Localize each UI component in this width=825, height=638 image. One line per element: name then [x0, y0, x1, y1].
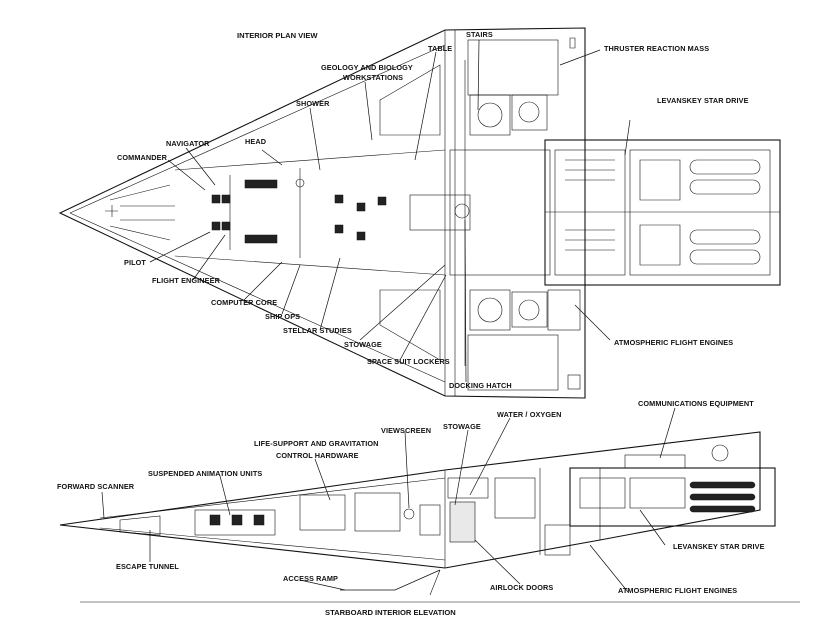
thruster-nozzle [569, 37, 576, 49]
label-forward-scanner: FORWARD SCANNER [57, 482, 135, 491]
label-levanskey-star-drive-bottom: LEVANSKEY STAR DRIVE [673, 542, 765, 551]
label-access-ramp: ACCESS RAMP [283, 574, 338, 583]
label-space-suit-lockers: SPACE SUIT LOCKERS [367, 357, 450, 366]
title-starboard-elevation: STARBOARD INTERIOR ELEVATION [325, 608, 456, 617]
elevation-inner-hull [99, 477, 446, 561]
drive-coils [565, 159, 761, 266]
pod-3 [253, 514, 265, 526]
viewscreen-fixture [403, 508, 415, 520]
ramp-strut [429, 569, 441, 596]
pod-1 [209, 514, 221, 526]
label-suspended-animation-units: SUSPENDED ANIMATION UNITS [148, 469, 262, 478]
elevation-drive-coils [579, 477, 756, 513]
airlock-door [449, 501, 476, 543]
docking-hatch-ring [454, 203, 470, 219]
label-viewscreen: VIEWSCREEN [381, 426, 431, 435]
label-shower: SHOWER [296, 99, 330, 108]
label-atmospheric-flight-engines-bottom: ATMOSPHERIC FLIGHT ENGINES [618, 586, 737, 595]
label-pilot: PILOT [124, 258, 146, 267]
cabin-stowage [419, 504, 441, 536]
head-fixture [295, 178, 305, 188]
stair-pods [469, 94, 548, 331]
label-water-oxygen: WATER / OXYGEN [497, 410, 562, 419]
life-support-hardware [299, 494, 346, 531]
drive-module-1 [554, 149, 626, 276]
corridor-block [409, 194, 471, 231]
access-ramp [340, 569, 441, 591]
labels: INTERIOR PLAN VIEW STARBOARD INTERIOR EL… [57, 30, 765, 617]
label-life-support-line2: CONTROL HARDWARE [276, 451, 359, 460]
cabin-walls [174, 149, 446, 276]
drive-module-2 [629, 149, 771, 276]
label-head: HEAD [245, 137, 266, 146]
label-geology-line2: WORKSTATIONS [343, 73, 403, 82]
upper-stowage [379, 64, 441, 136]
water-oxygen-tank [494, 477, 536, 519]
plan-view [58, 27, 781, 399]
label-airlock-doors: AIRLOCK DOORS [490, 583, 553, 592]
cabin-console [354, 492, 401, 532]
label-levanskey-star-drive-top: LEVANSKEY STAR DRIVE [657, 96, 749, 105]
label-life-support-line1: LIFE-SUPPORT AND GRAVITATION [254, 439, 379, 448]
label-navigator: NAVIGATOR [166, 139, 210, 148]
leader-lines [101, 39, 676, 593]
thruster-tank-bottom [467, 334, 559, 391]
nose-scanner [105, 205, 118, 217]
label-thruster-reaction-mass: THRUSTER REACTION MASS [604, 44, 709, 53]
label-commander: COMMANDER [117, 153, 168, 162]
label-atmospheric-flight-engines-top: ATMOSPHERIC FLIGHT ENGINES [614, 338, 733, 347]
suspended-animation-pods [194, 509, 276, 536]
nose-compartment [109, 184, 175, 241]
lower-stowage [379, 289, 441, 361]
label-table: TABLE [428, 44, 452, 53]
plan-inner-hull [69, 44, 446, 383]
atmo-engine-nozzle [567, 374, 581, 390]
label-docking-hatch: DOCKING HATCH [449, 381, 512, 390]
title-interior-plan-view: INTERIOR PLAN VIEW [237, 31, 318, 40]
star-drive-block [544, 139, 781, 286]
pod-2 [231, 514, 243, 526]
label-stowage-bottom: STOWAGE [443, 422, 481, 431]
label-ship-ops: SHIP OPS [265, 312, 300, 321]
label-escape-tunnel: ESCAPE TUNNEL [116, 562, 179, 571]
thruster-tank-top [467, 39, 559, 96]
crew-seats [211, 179, 387, 244]
elevation-view [59, 431, 800, 603]
label-stellar-studies: STELLAR STUDIES [283, 326, 352, 335]
central-corridor [449, 149, 551, 276]
label-stairs: STAIRS [466, 30, 493, 39]
airlock-door-2 [544, 524, 571, 556]
atmo-engine [547, 289, 581, 331]
escape-tunnel [119, 515, 161, 536]
comms-dish [711, 444, 729, 462]
plan-hull-outline [58, 27, 586, 399]
stowage-box [447, 477, 489, 499]
elevation-hull-outline [59, 431, 761, 569]
comms-rack [624, 454, 686, 469]
label-flight-engineer: FLIGHT ENGINEER [152, 276, 221, 285]
label-computer-core: COMPUTER CORE [211, 298, 277, 307]
label-stowage-top: STOWAGE [344, 340, 382, 349]
label-communications-equipment: COMMUNICATIONS EQUIPMENT [638, 399, 754, 408]
label-geology-line1: GEOLOGY AND BIOLOGY [321, 63, 413, 72]
elevation-bulkheads [444, 468, 601, 568]
